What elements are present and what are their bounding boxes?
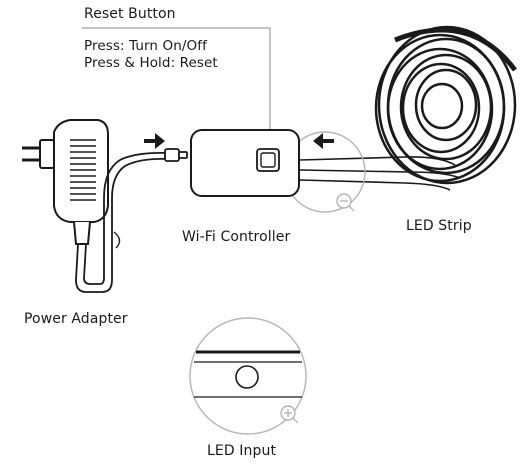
zoom-out-icon: [336, 193, 355, 212]
wifi-controller-label: Wi-Fi Controller: [182, 229, 291, 245]
reset-button-label: Reset Button: [84, 6, 176, 22]
zoom-in-icon: [280, 405, 299, 424]
reset-leader-line: [82, 27, 271, 148]
dc-plug: [164, 148, 188, 162]
led-strip-label: LED Strip: [406, 218, 472, 234]
press-turn-note: Press: Turn On/Off: [84, 38, 207, 54]
arrow-left-icon: [313, 133, 334, 149]
led-input-label: LED Input: [207, 443, 277, 459]
press-hold-note: Press & Hold: Reset: [84, 55, 218, 71]
led-strip-tail: [299, 156, 461, 191]
wifi-controller-box: [190, 129, 300, 197]
led-strip-reel: [374, 25, 517, 185]
power-cable: [75, 151, 169, 293]
led-input-port: [235, 365, 259, 389]
reset-button[interactable]: [256, 148, 280, 172]
arrow-right-icon: [144, 133, 165, 149]
led-strip-reel-back-edge: [394, 27, 517, 72]
led-input-detail: [189, 317, 307, 435]
power-adapter-label: Power Adapter: [24, 311, 128, 327]
power-adapter: [22, 119, 109, 245]
